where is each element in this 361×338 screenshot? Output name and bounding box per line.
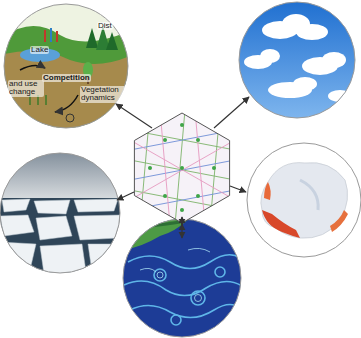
coupling-arrows xyxy=(116,97,249,225)
illustration-label: Competition xyxy=(42,74,91,82)
ocean-arrow xyxy=(181,224,182,238)
illustration-label: and use change xyxy=(8,80,44,97)
model-grid-hexagon xyxy=(130,110,235,225)
land-vegetation-picture xyxy=(0,0,132,132)
illustration-label: Dist xyxy=(97,22,113,30)
ocean-eddies-picture xyxy=(122,218,242,338)
antarctica-picture xyxy=(246,142,361,258)
cloud-picture xyxy=(235,0,360,120)
illustration-label: Vegetation dynamics xyxy=(80,86,126,103)
sea-ice-picture xyxy=(0,150,122,278)
illustration-label: Lake xyxy=(30,46,49,54)
